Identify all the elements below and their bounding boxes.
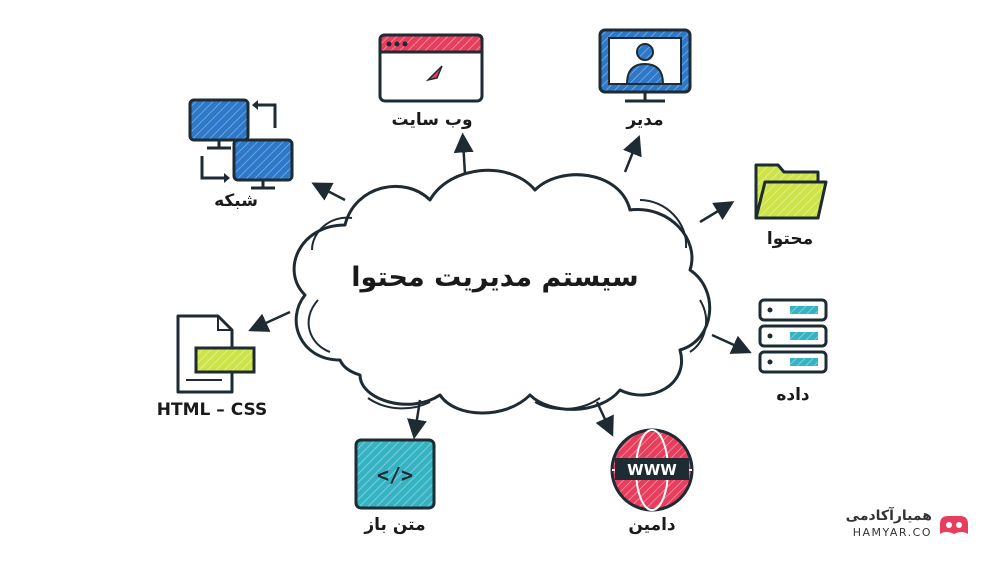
arrow-website (453, 132, 474, 176)
center-title: سیستم مدیریت محتوا (351, 262, 639, 293)
document-icon (176, 314, 256, 394)
hamyar-logo-icon (940, 516, 968, 534)
cloud-shape (292, 168, 712, 415)
label-website: وب سایت (391, 110, 473, 130)
arrow-htmlcss (248, 310, 291, 332)
label-manager: مدیر (626, 110, 664, 130)
arrow-content (699, 201, 735, 224)
brand-name-fa: همیارآکادمی (845, 508, 932, 524)
brand-name-en: HAMYAR.CO (852, 526, 932, 539)
label-opensource: متن باز (364, 515, 426, 535)
svg-text:</>: </> (377, 463, 413, 487)
arrow-manager (623, 135, 642, 173)
monitor-user-icon (598, 28, 692, 103)
label-content: محتوا (766, 229, 814, 249)
browser-window-icon (378, 33, 484, 103)
label-htmlcss: HTML – CSS (156, 400, 268, 420)
www-globe-icon: WWW (610, 428, 694, 512)
code-file-icon: </> (354, 438, 436, 510)
network-computers-icon (188, 98, 294, 190)
arrow-data (711, 333, 752, 354)
arrow-network (311, 182, 346, 202)
brand-logo: همیارآکادمی HAMYAR.CO (846, 508, 970, 542)
arrow-domain (595, 401, 614, 437)
arrow-opensource (407, 399, 427, 440)
connector-arrows (248, 132, 752, 440)
svg-text:WWW: WWW (627, 461, 677, 479)
folder-icon (754, 163, 828, 220)
label-network: شبکه (214, 191, 258, 211)
label-data: داده (776, 385, 810, 405)
server-stack-icon (758, 298, 828, 374)
label-domain: دامین (628, 515, 676, 535)
